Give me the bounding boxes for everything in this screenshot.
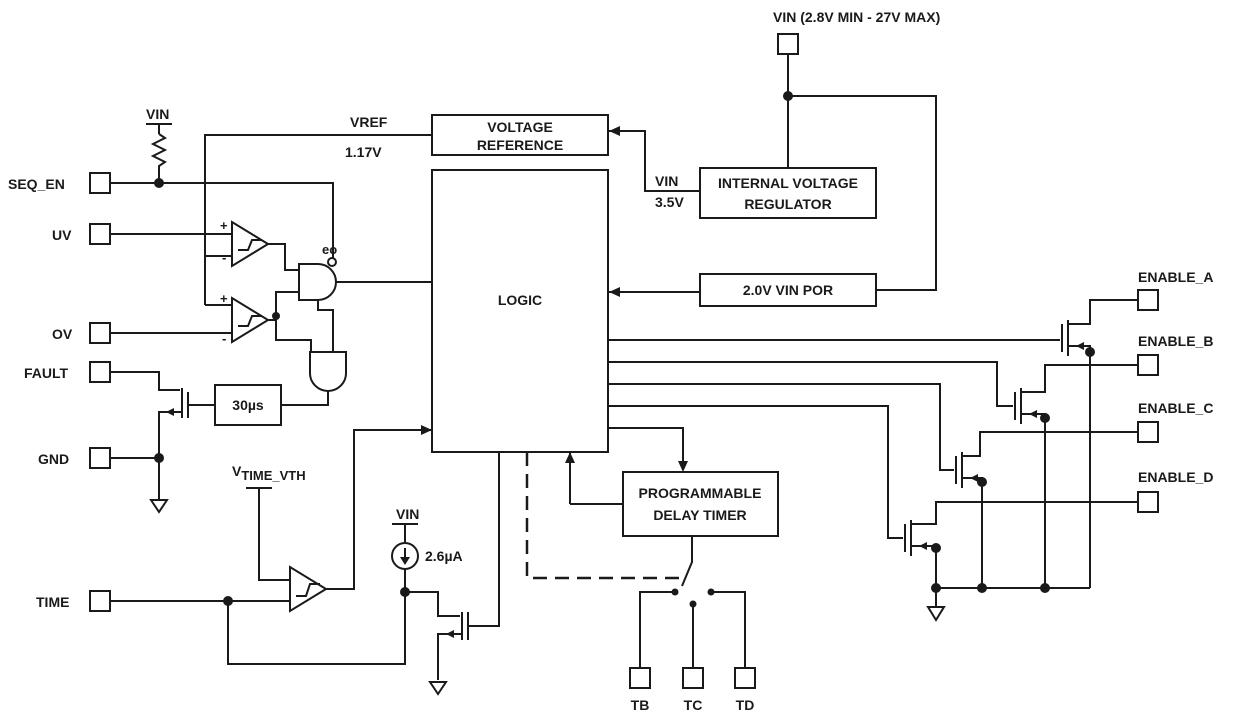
svg-text:REFERENCE: REFERENCE	[477, 137, 563, 153]
svg-text:2.0V VIN POR: 2.0V VIN POR	[743, 282, 833, 298]
time-comparator	[289, 425, 432, 613]
svg-text:-: -	[222, 250, 226, 265]
svg-text:1.17V: 1.17V	[345, 144, 382, 160]
tc-pin	[682, 667, 704, 689]
svg-text:VREF: VREF	[350, 114, 388, 130]
td-pin-group: TD	[734, 667, 756, 713]
timer-select-switch	[525, 452, 746, 668]
tb-pin-group: TB	[629, 667, 651, 713]
enable-d-pin-group: ENABLE_D	[1137, 469, 1213, 513]
enable-b-fet	[1014, 364, 1138, 588]
enable-c-pin-group: ENABLE_C	[1137, 400, 1213, 443]
voltage-reference: VOLTAGE REFERENCE VREF 1.17V	[204, 114, 609, 305]
svg-text:ENABLE_D: ENABLE_D	[1138, 469, 1213, 485]
programmable-delay-timer: PROGRAMMABLE DELAY TIMER	[565, 427, 779, 537]
svg-text:DELAY TIMER: DELAY TIMER	[653, 507, 746, 523]
and-gate-fault	[281, 351, 347, 406]
svg-text:OV: OV	[52, 326, 73, 342]
svg-text:eo: eo	[322, 242, 337, 257]
enable-a-fet	[1061, 299, 1138, 588]
svg-text:UV: UV	[52, 227, 72, 243]
deglitch-filter: 30µs	[188, 384, 282, 426]
internal-voltage-regulator: INTERNAL VOLTAGE REGULATOR VIN 3.5V	[609, 126, 877, 219]
svg-text:VOLTAGE: VOLTAGE	[487, 119, 553, 135]
gnd-net: GND	[38, 447, 169, 514]
time-discharge-fet	[405, 452, 500, 696]
svg-text:SEQ_EN: SEQ_EN	[8, 176, 65, 192]
svg-text:VIN: VIN	[655, 173, 678, 189]
vin-por: 2.0V VIN POR	[609, 273, 877, 307]
svg-text:-: -	[222, 331, 226, 346]
enable-b-pin-group: ENABLE_B	[1137, 333, 1213, 376]
svg-text:VIN: VIN	[396, 506, 419, 522]
svg-text:VIN: VIN	[146, 106, 169, 122]
seq-en-pin	[89, 172, 111, 194]
enable-d-fet	[904, 501, 1138, 588]
svg-text:PROGRAMMABLE: PROGRAMMABLE	[639, 485, 762, 501]
and-gate-main: eo	[298, 242, 432, 352]
ov-input: OV	[52, 322, 232, 344]
tc-pin-group: TC	[682, 667, 704, 713]
svg-text:TD: TD	[736, 697, 755, 713]
enable-a-pin-group: ENABLE_A	[1137, 269, 1213, 311]
current-source: VIN 2.6µA	[391, 506, 463, 597]
ground-symbol	[926, 606, 946, 622]
enable-ground-bus	[926, 583, 1090, 622]
fault-pin	[89, 361, 111, 383]
svg-text:TC: TC	[684, 697, 703, 713]
ground-symbol	[428, 681, 448, 696]
svg-text:TB: TB	[631, 697, 650, 713]
fault-output: FAULT	[24, 361, 189, 458]
svg-text:ENABLE_B: ENABLE_B	[1138, 333, 1213, 349]
ov-comparator: + -	[205, 291, 312, 352]
uv-input: UV	[52, 223, 232, 245]
vin-supply-net: VIN (2.8V MIN - 27V MAX)	[773, 9, 940, 291]
enable-b-pin	[1137, 354, 1159, 376]
svg-text:LOGIC: LOGIC	[498, 292, 542, 308]
time-pin	[89, 590, 111, 612]
svg-text:GND: GND	[38, 451, 69, 467]
time-input: TIME	[36, 590, 406, 665]
svg-text:REGULATOR: REGULATOR	[744, 196, 831, 212]
ground-symbol	[149, 499, 169, 514]
svg-text:3.5V: 3.5V	[655, 194, 684, 210]
uv-pin	[89, 223, 111, 245]
svg-text:+: +	[220, 218, 228, 233]
ov-pin	[89, 322, 111, 344]
vin-pin	[777, 33, 799, 55]
vin-pin-label: VIN (2.8V MIN - 27V MAX)	[773, 9, 940, 25]
enable-c-fet	[955, 431, 1138, 588]
svg-text:VTIME_VTH: VTIME_VTH	[232, 463, 306, 483]
tb-pin	[629, 667, 651, 689]
vtime-reference: VTIME_VTH	[232, 463, 306, 581]
uv-comparator: + -	[205, 218, 299, 271]
seq-en-input: SEQ_EN VIN	[8, 106, 334, 258]
svg-text:FAULT: FAULT	[24, 365, 69, 381]
gnd-pin	[89, 447, 111, 469]
svg-text:+: +	[220, 291, 228, 306]
svg-text:ENABLE_C: ENABLE_C	[1138, 400, 1213, 416]
logic-block: LOGIC	[431, 169, 609, 453]
enable-d-pin	[1137, 491, 1159, 513]
svg-text:TIME: TIME	[36, 594, 69, 610]
enable-a-pin	[1137, 289, 1159, 311]
logic-output-lines	[608, 339, 1060, 539]
svg-text:30µs: 30µs	[232, 397, 264, 413]
svg-text:ENABLE_A: ENABLE_A	[1138, 269, 1213, 285]
td-pin	[734, 667, 756, 689]
svg-text:2.6µA: 2.6µA	[425, 548, 463, 564]
enable-c-pin	[1137, 421, 1159, 443]
svg-text:INTERNAL VOLTAGE: INTERNAL VOLTAGE	[718, 175, 858, 191]
